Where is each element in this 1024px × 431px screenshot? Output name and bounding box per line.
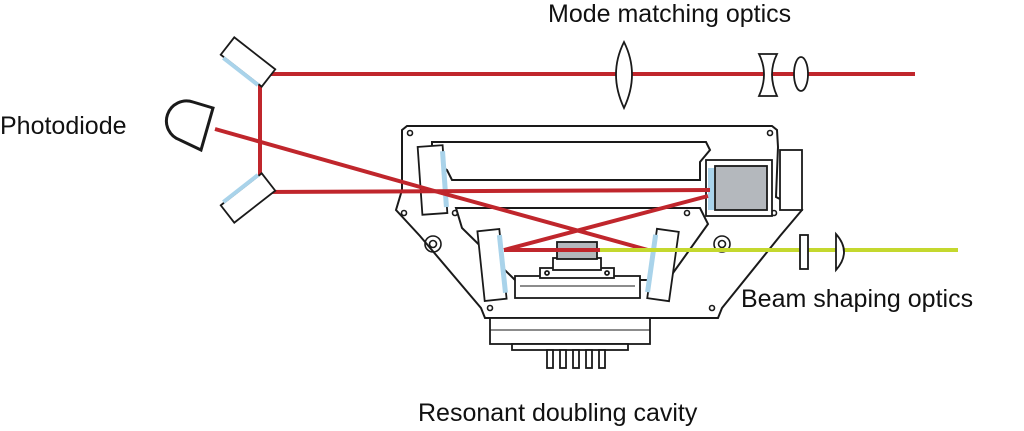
beam-shaping-optics <box>799 231 845 273</box>
screw-hole <box>451 209 459 217</box>
screw-hole-large-inner <box>428 239 438 249</box>
red-beam-cross-1 <box>437 190 649 252</box>
red-beam-cross-2 <box>503 194 709 252</box>
convex-lens-large <box>615 39 633 111</box>
red-beam-to-photodiode <box>214 127 439 194</box>
steering-mirror-top <box>219 36 277 88</box>
pin <box>559 349 567 369</box>
screw-hole <box>486 304 494 312</box>
crystal-mount <box>539 241 615 279</box>
resonant-doubling-cavity-label: Resonant doubling cavity <box>418 399 698 427</box>
screw-hole <box>406 129 414 137</box>
red-beam <box>214 72 915 252</box>
pin <box>598 349 606 369</box>
screw-hole <box>766 129 774 137</box>
steering-mirror-bottom <box>219 172 277 224</box>
connector-block <box>489 317 651 345</box>
pin <box>546 349 554 369</box>
screw-hole <box>400 209 408 217</box>
concave-lens <box>757 53 779 97</box>
convex-lens-small <box>793 56 809 92</box>
pin <box>572 349 580 369</box>
mode-matching-optics-label: Mode matching optics <box>548 0 792 28</box>
cylindrical-lens <box>799 234 809 270</box>
connector-lower <box>511 343 629 351</box>
cavity-mirror-top-left <box>416 144 449 216</box>
cavity-base <box>489 275 651 369</box>
photodiode-icon <box>164 99 215 153</box>
housing-outer <box>394 125 804 319</box>
housing-inner-top <box>431 141 712 181</box>
screw-hole <box>708 304 716 312</box>
beam-shaping-optics-label: Beam shaping optics <box>741 285 974 313</box>
screw-hole-large-inner <box>717 239 727 249</box>
base-plate <box>514 275 641 299</box>
screw-hole <box>683 209 691 217</box>
plano-convex-lens <box>835 231 845 273</box>
screw-hole-large <box>424 235 442 253</box>
pin <box>585 349 593 369</box>
cavity-mirror-bottom-right <box>645 227 680 303</box>
red-beam-to-cavity <box>259 188 711 194</box>
mode-matching-lenses <box>615 39 809 111</box>
cavity-mirror-top-right <box>705 149 803 217</box>
photodiode-label: Photodiode <box>0 112 127 140</box>
cavity-mirror-bottom-left <box>476 228 508 302</box>
